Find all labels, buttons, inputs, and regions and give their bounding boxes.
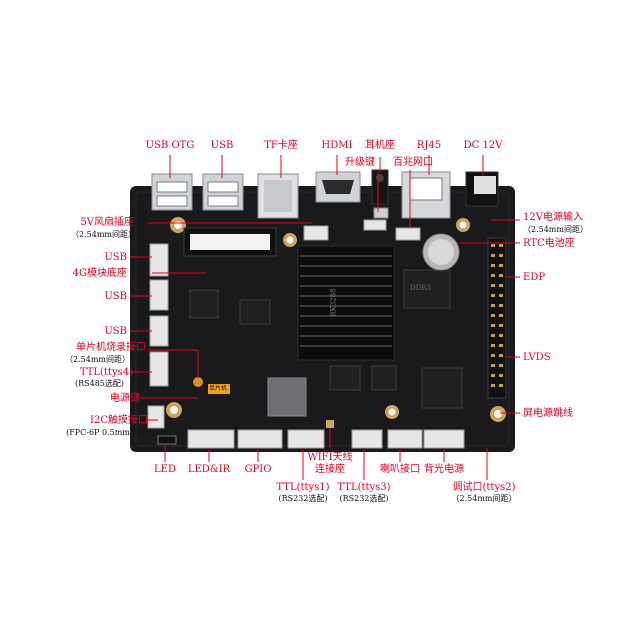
label-ttl4-rs485: (RS485选配) xyxy=(74,379,124,388)
chips xyxy=(189,269,463,417)
label-earphone: 耳机座 xyxy=(365,140,395,151)
label-ttl1: TTL(ttys1) xyxy=(276,482,330,493)
rtc-battery xyxy=(422,233,460,271)
label-i2c-fpc: (FPC-6P 0.5mm下接) xyxy=(66,428,149,437)
edp-lvds-header xyxy=(487,237,507,399)
label-upgrade-key: 升级键 xyxy=(345,157,375,168)
label-wifi-connector: 连接座 xyxy=(315,464,345,475)
label-ttl1-rs232: (RS232选配) xyxy=(278,494,328,503)
rj45-connector xyxy=(401,171,451,219)
label-fan-socket: 5V风扇插座 xyxy=(80,217,134,228)
label-tf-card: TF卡座 xyxy=(264,140,298,151)
label-i2c-touch: I2C触摸接口 xyxy=(90,415,148,426)
tf-card-slot xyxy=(257,173,299,219)
label-usb-left-2: USB xyxy=(104,291,127,302)
ram-marking: DDR3 xyxy=(410,284,431,292)
label-hdmi: HDMI xyxy=(321,140,353,151)
label-led: LED xyxy=(154,464,176,475)
label-ethernet: 百兆网口 xyxy=(393,157,433,168)
label-lvds: LVDS xyxy=(523,352,551,363)
label-backlight-power: 背光电源 xyxy=(424,464,464,475)
label-fan-spacing: （2.54mm间距） xyxy=(71,230,136,239)
mcu-sticker-text: 单片机 xyxy=(209,385,228,392)
label-gpio: GPIO xyxy=(244,464,272,475)
label-debug-port: 调试口(ttys2) xyxy=(452,482,516,493)
label-usb-left-1: USB xyxy=(104,252,127,263)
label-ttl4: TTL(ttys4) xyxy=(79,367,133,378)
label-power-key: 电源键 xyxy=(110,393,140,404)
label-screen-power-jumper: 屏电源跳线 xyxy=(523,408,573,419)
usb-otg-connector xyxy=(151,173,193,211)
hdmi-connector xyxy=(315,171,361,203)
label-4g-module: 4G模块底座 xyxy=(72,268,127,279)
white-connectors xyxy=(147,219,465,449)
label-ttl3-rs232: (RS232选配) xyxy=(339,494,389,503)
label-ttl3: TTL(ttys3) xyxy=(337,482,391,493)
label-mcu-programming: 单片机烧录接口 xyxy=(76,342,146,353)
label-edp: EDP xyxy=(523,272,546,283)
label-12v-spacing: （2.54mm间距） xyxy=(523,225,588,234)
pointer-lines xyxy=(130,155,520,480)
soc-marking: RK3288 xyxy=(329,288,338,317)
wifi-antenna-socket xyxy=(326,420,334,428)
led-pins xyxy=(157,435,177,445)
upgrade-button xyxy=(373,207,389,219)
4g-module-socket xyxy=(183,227,277,257)
mcu-label-sticker xyxy=(208,384,230,394)
label-led-ir: LED&IR xyxy=(187,464,231,475)
label-usb-otg: USB OTG xyxy=(145,140,195,151)
label-rtc-battery: RTC电池座 xyxy=(523,238,575,249)
earphone-jack xyxy=(371,169,389,205)
power-button-cap xyxy=(193,377,203,387)
dc-jack xyxy=(465,171,499,207)
label-speaker: 喇叭接口 xyxy=(380,464,420,475)
label-rj45: RJ45 xyxy=(416,140,442,151)
label-mcu-spacing: （2.54mm间距） xyxy=(65,355,130,364)
label-wifi-antenna: WIFI天线 xyxy=(307,452,353,463)
label-debug-spacing: （2.54mm间距） xyxy=(451,494,517,503)
label-dc-12v: DC 12V xyxy=(463,140,503,151)
label-usb-top: USB xyxy=(210,140,234,151)
label-usb-left-3: USB xyxy=(104,326,127,337)
label-12v-input: 12V电源输入 xyxy=(523,212,583,223)
heatsink xyxy=(297,245,395,361)
usb-connector xyxy=(202,173,244,211)
